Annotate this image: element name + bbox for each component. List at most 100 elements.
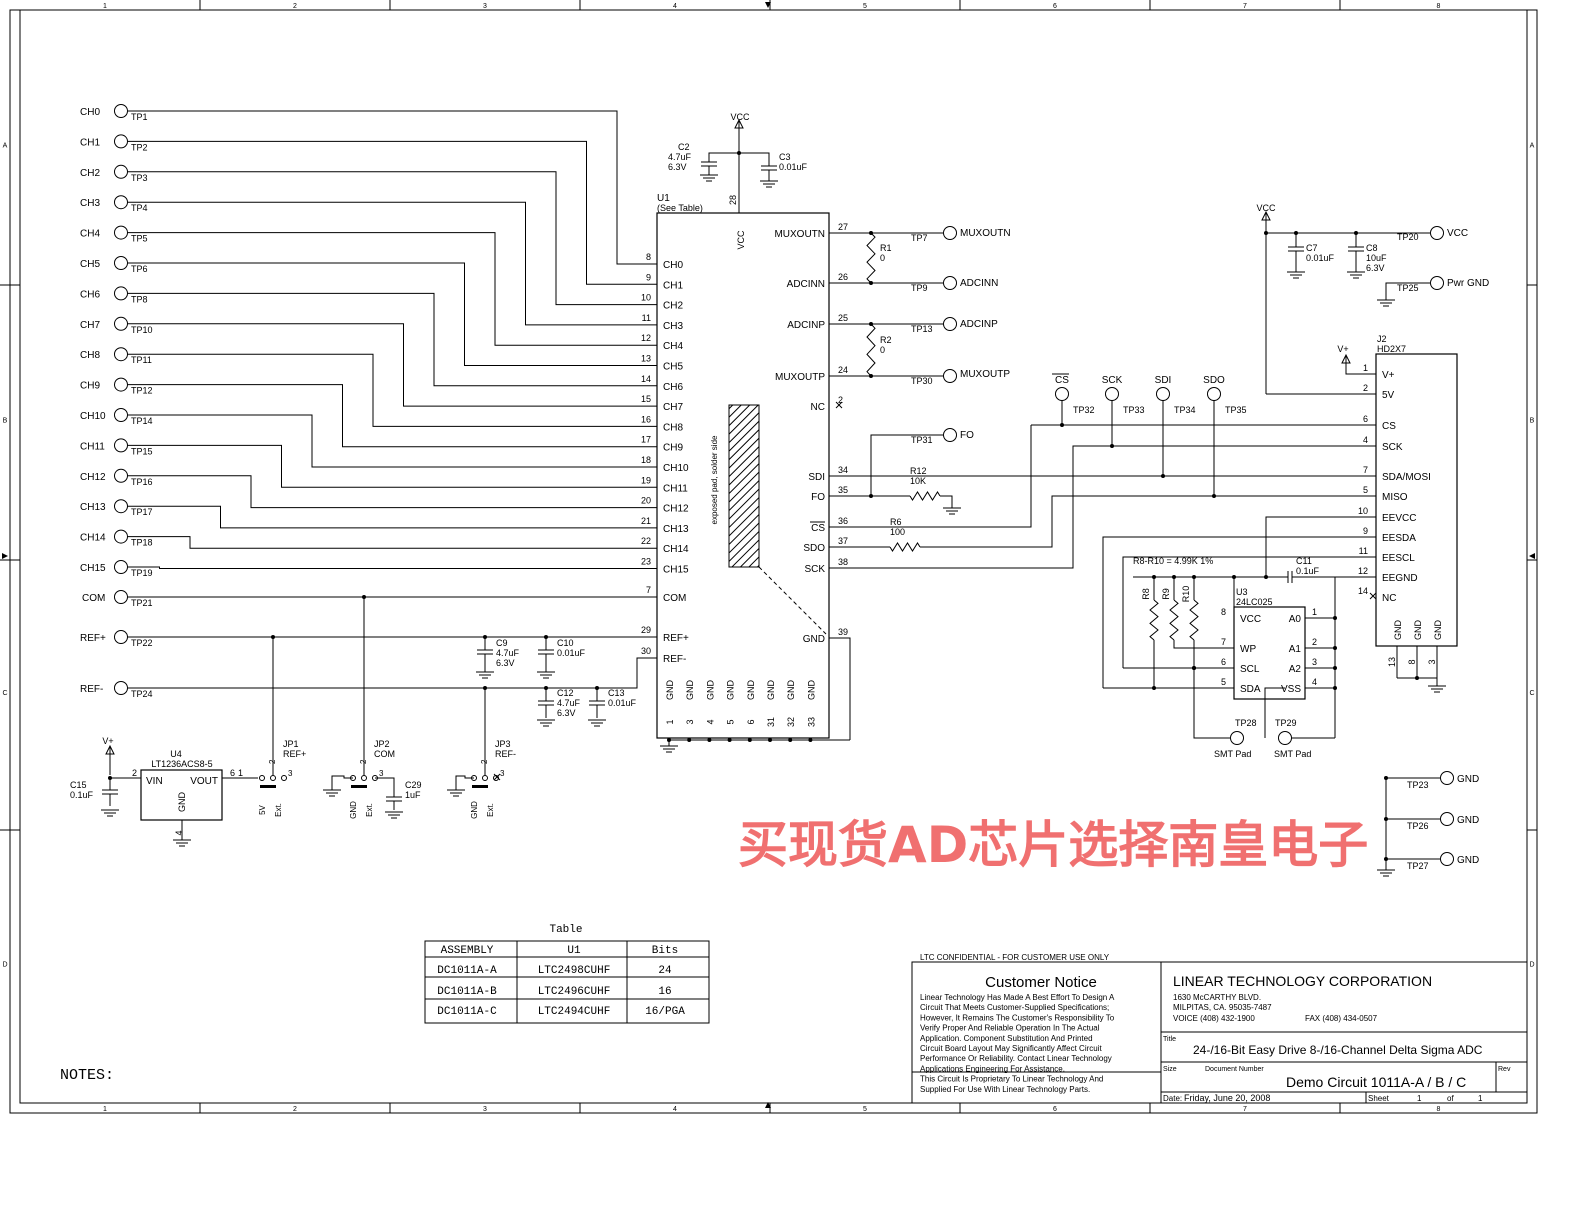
eescl-wire (1122, 556, 1376, 668)
test-point-tp21 (114, 590, 128, 604)
test-point-label: TP10 (131, 325, 153, 335)
u1-gnd-pin-name: GND (665, 680, 675, 701)
pin-number: 2 (132, 768, 137, 778)
tp-net-label: ADCINN (960, 278, 998, 289)
u1-pin-name: CH10 (663, 463, 689, 474)
pin-number: 7 (646, 585, 651, 595)
jp2-gnd-wire (331, 775, 353, 790)
c2-value: 4.7uF (668, 152, 692, 162)
pin-number: 24 (838, 365, 848, 375)
test-point-tp25 (1430, 276, 1444, 290)
c29-wire (375, 777, 395, 790)
tp-label: TP23 (1407, 780, 1429, 790)
u4-vin-label: VIN (146, 776, 163, 787)
test-point-tp8 (114, 286, 128, 301)
jumper-option-a: GND (470, 801, 479, 819)
r1-value: 0 (880, 253, 885, 263)
pin-number: 8 (646, 252, 651, 262)
u1-pin-name: CH2 (663, 301, 683, 312)
u1-pin-name: CH3 (663, 321, 683, 332)
table-cell: DC1011A-C (437, 1006, 497, 1018)
j2-pin-name: EESDA (1382, 533, 1416, 544)
u1-pin-name: CH11 (663, 483, 688, 494)
jumper-pin (482, 775, 488, 781)
channel-wire (127, 536, 657, 549)
tp-label: TP28 (1235, 718, 1257, 728)
column-label: 6 (1053, 1106, 1057, 1113)
pin-number: 3 (288, 769, 293, 778)
test-point-label: TP6 (131, 264, 148, 274)
ground-symbol (173, 839, 191, 847)
junction (1384, 776, 1388, 780)
eesda-wire (1102, 536, 1376, 688)
u1-note: (See Table) (657, 203, 703, 213)
u3-pin-name: VCC (1240, 614, 1261, 625)
table-header: Bits (652, 945, 678, 957)
refn-wire (127, 657, 657, 689)
u1-gnd-pin-name: GND (746, 680, 756, 701)
test-point-label: TP5 (131, 234, 148, 244)
jumper-signal: COM (374, 749, 395, 759)
test-point-label: TP3 (131, 173, 148, 183)
pin-number: 33 (806, 717, 816, 727)
c2-wire (708, 152, 739, 158)
j2-pin-name: SCK (1382, 442, 1403, 453)
table-header: ASSEMBLY (441, 945, 494, 957)
c2-voltage: 6.3V (668, 162, 687, 172)
test-point-label: TP8 (131, 294, 148, 304)
u4-ref: U4 (170, 749, 182, 759)
tp-label: TP29 (1275, 718, 1297, 728)
u1-gnd-pin-name: GND (705, 680, 715, 701)
column-label: 5 (863, 1106, 867, 1113)
pin-number: 2 (359, 759, 368, 764)
ground-symbol (1428, 685, 1446, 693)
pwr-gnd-wire (1385, 282, 1430, 300)
j2-ref: J2 (1377, 334, 1387, 344)
junction (707, 738, 712, 742)
sck-wire (829, 445, 1366, 569)
nc-x (1369, 592, 1377, 600)
test-point-label: TP11 (131, 355, 152, 365)
channel-wire (127, 110, 657, 265)
u1-pin-name: CH8 (663, 422, 683, 433)
column-label: 1 (103, 1106, 107, 1113)
pin-number: 25 (838, 313, 848, 323)
u3-pin-name: A0 (1289, 614, 1302, 625)
junction (747, 738, 752, 742)
table-cell: DC1011A-A (437, 965, 497, 977)
pin-number: 8 (1221, 607, 1226, 617)
notice-title: Customer Notice (985, 974, 1097, 991)
center-arrow (1529, 553, 1535, 559)
u1-pin-name: GND (803, 634, 825, 645)
c8-ref: C8 (1366, 243, 1378, 253)
junction (869, 374, 873, 378)
test-point-tp26 (1440, 812, 1454, 826)
pin-number: 20 (641, 496, 651, 506)
u1-pin-name: CH5 (663, 362, 683, 373)
pin-number: 34 (838, 465, 848, 475)
row-label: B (3, 418, 8, 425)
bus-tp-label: TP35 (1225, 405, 1247, 415)
u1-pin-name: ADCINN (787, 279, 825, 290)
tp-label: TP26 (1407, 821, 1429, 831)
input-label: CH4 (80, 229, 100, 240)
smt-label: SMT Pad (1214, 749, 1251, 759)
c9-ref: C9 (496, 638, 508, 648)
pin-number: 32 (786, 717, 796, 727)
j2-gnd-pin-name: GND (1413, 620, 1423, 641)
j2-pin-name: NC (1382, 593, 1396, 604)
pin-number: 12 (1358, 566, 1368, 576)
row-label: A (1530, 143, 1535, 150)
company-address: 1630 McCARTHY BLVD. (1173, 993, 1261, 1002)
watermark: 买现货AD芯片选择南皇电子 (738, 816, 1368, 874)
notice-line: Verify Proper And Reliable Operation In … (920, 1024, 1100, 1033)
pin-number: 4 (705, 719, 715, 724)
pin-number: 3 (1427, 659, 1437, 664)
c29-value: 1uF (405, 790, 421, 800)
notice-line: Linear Technology Has Made A Best Effort… (920, 993, 1115, 1002)
table-cell: LTC2496CUHF (538, 986, 611, 998)
j2-pin-name: V+ (1382, 370, 1395, 381)
c2-ref: C2 (678, 142, 690, 152)
vplus-wire (1345, 355, 1376, 375)
pin-number: 5 (1363, 485, 1368, 495)
